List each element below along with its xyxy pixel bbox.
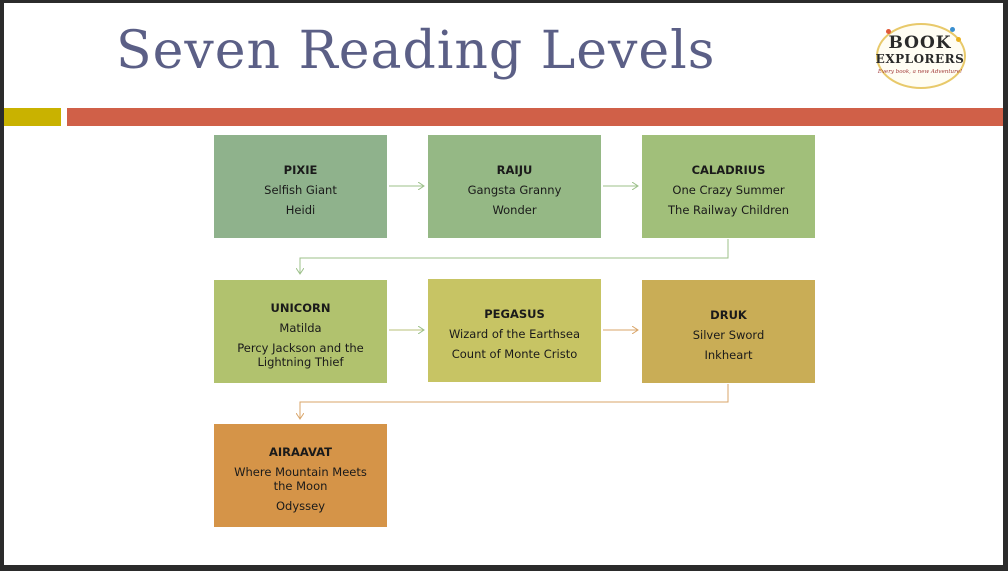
logo-star-icon	[956, 37, 961, 42]
arrow-druk-airaavat	[300, 384, 729, 419]
level-name: CALADRIUS	[691, 162, 766, 177]
book-title: Inkheart	[704, 347, 753, 362]
logo-tagline: Every book, a new Adventure!	[877, 69, 963, 75]
book-title: Heidi	[285, 202, 316, 217]
logo-star-icon	[950, 27, 955, 32]
book-title: Matilda	[279, 320, 322, 335]
level-name: PIXIE	[283, 162, 318, 177]
accent-bar-gold	[4, 108, 61, 126]
level-name: RAIJU	[496, 162, 533, 177]
logo-star-icon	[886, 29, 891, 34]
book-title: Silver Sword	[692, 327, 765, 342]
level-name: DRUK	[710, 307, 747, 322]
accent-bar-red	[67, 108, 1003, 126]
level-name: AIRAAVAT	[268, 444, 333, 459]
book-title: Where Mountain Meets the Moon	[234, 464, 367, 493]
book-title: Odyssey	[275, 498, 326, 513]
slide-title: Seven Reading Levels	[116, 21, 716, 81]
book-title: Count of Monte Cristo	[451, 346, 578, 361]
flow-connectors	[4, 3, 729, 565]
book-title: The Railway Children	[668, 202, 789, 217]
book-title: Selfish Giant	[264, 182, 337, 197]
book-title: Wonder	[492, 202, 537, 217]
book-title: Wizard of the Earthsea	[448, 326, 581, 341]
logo-word-book: BOOK	[888, 33, 952, 53]
book-title: One Crazy Summer	[672, 182, 785, 197]
book-title: Percy Jackson and the Lightning Thief	[237, 340, 364, 369]
logo-word-explorers: EXPLORERS	[875, 52, 965, 66]
slide: Seven Reading Levels BOOK EXPLORERS Ever…	[4, 3, 1003, 565]
level-name: PEGASUS	[484, 306, 545, 321]
book-explorers-logo: BOOK EXPLORERS Every book, a new Adventu…	[872, 19, 968, 89]
logo-badge	[876, 23, 966, 89]
level-name: UNICORN	[270, 300, 331, 315]
arrow-caladrius-unicorn	[300, 239, 729, 274]
book-title: Gangsta Granny	[467, 182, 562, 197]
